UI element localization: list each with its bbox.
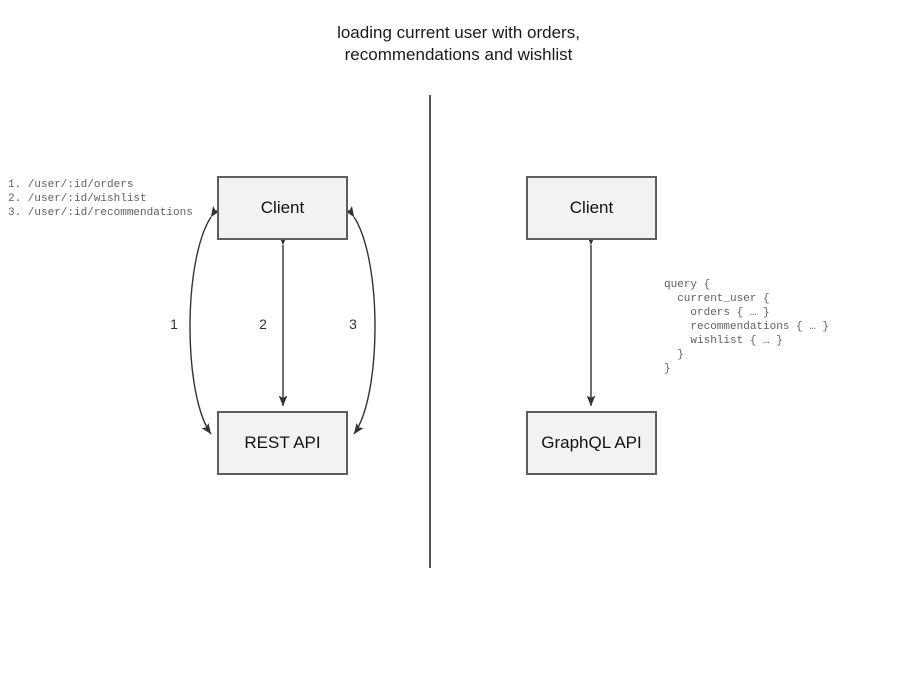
graphql-query-block: query { current_user { orders { … } reco…	[664, 279, 830, 375]
rest-endpoint-list: 1. /user/:id/orders 2. /user/:id/wishlis…	[8, 179, 193, 219]
edge-label-2: 2	[259, 316, 267, 332]
node-client-graphql[interactable]: Client	[526, 176, 657, 240]
node-graphql-api[interactable]: GraphQL API	[526, 411, 657, 475]
edge-label-1: 1	[170, 316, 178, 332]
node-client-graphql-label: Client	[569, 198, 614, 217]
edge-label-3: 3	[349, 316, 357, 332]
edge-1-curve	[189, 205, 221, 435]
node-rest-api[interactable]: REST API	[217, 411, 348, 475]
node-client-rest-label: Client	[260, 198, 305, 217]
vertical-divider	[429, 95, 431, 568]
diagram-title: loading current user with orders, recomm…	[337, 23, 580, 64]
node-rest-api-label: REST API	[244, 433, 321, 452]
node-graphql-api-label: GraphQL API	[541, 433, 642, 452]
node-client-rest[interactable]: Client	[217, 176, 348, 240]
